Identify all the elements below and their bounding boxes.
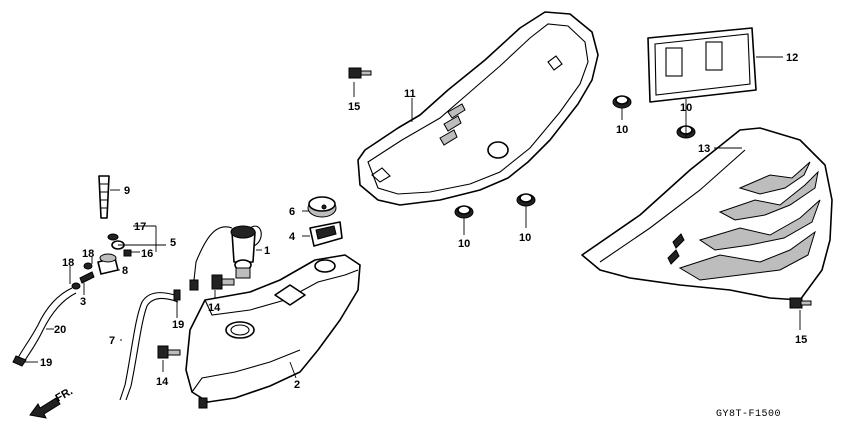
clamp-18-upper (83, 262, 93, 270)
holder-4 (309, 221, 343, 247)
pipe-9 (98, 175, 110, 219)
label-7: 7 (109, 335, 115, 347)
label-9: 9 (124, 185, 130, 197)
drawing-code: GY8T-F1500 (716, 409, 781, 420)
label-6: 6 (289, 206, 295, 218)
clip-19-upper (173, 289, 181, 301)
side-cover-right (581, 127, 833, 301)
label-12: 12 (786, 52, 798, 64)
connector-3 (79, 271, 95, 284)
label-15-top: 15 (348, 101, 360, 113)
label-10-a: 10 (616, 124, 628, 136)
side-cover-left (357, 11, 599, 206)
cap-6 (307, 196, 337, 218)
front-direction-arrow: FR. (29, 385, 75, 419)
label-19-upper: 19 (172, 319, 184, 331)
grommet-c (454, 205, 474, 219)
screw-16 (123, 249, 132, 257)
label-10-d: 10 (519, 232, 531, 244)
label-17: 17 (134, 221, 146, 233)
bolt-right (789, 297, 812, 309)
label-11: 11 (404, 88, 416, 100)
label-3: 3 (80, 296, 86, 308)
label-10-c: 10 (458, 238, 470, 250)
emblem-plate (647, 27, 757, 103)
hose-7 (119, 292, 179, 401)
reservoir-tank (185, 254, 361, 409)
label-13: 13 (698, 143, 710, 155)
label-10-b: 10 (680, 102, 692, 114)
leader-lines (24, 56, 801, 379)
direction-label: FR. (54, 385, 75, 404)
joint-8 (97, 253, 119, 275)
label-15-right: 15 (795, 334, 807, 346)
label-16: 16 (141, 248, 153, 260)
label-4: 4 (289, 231, 296, 243)
label-2: 2 (294, 379, 300, 391)
fitting-lower (157, 345, 181, 359)
label-5: 5 (170, 237, 176, 249)
label-1: 1 (264, 245, 270, 257)
fitting-upper (211, 274, 235, 290)
label-8: 8 (122, 265, 128, 277)
label-20: 20 (54, 324, 66, 336)
washer-17 (107, 233, 119, 241)
grommet-a (612, 95, 632, 109)
label-19-lower: 19 (40, 357, 52, 369)
label-18-upper: 18 (82, 248, 94, 260)
label-18-lower: 18 (62, 257, 74, 269)
clamp-18-lower (71, 282, 81, 290)
grommet-d (516, 193, 536, 207)
tank-cap-sensor (189, 225, 262, 291)
label-14-lower: 14 (156, 376, 169, 388)
hose-20 (12, 287, 77, 367)
label-14-upper: 14 (208, 302, 221, 314)
bolt-top (348, 67, 372, 79)
